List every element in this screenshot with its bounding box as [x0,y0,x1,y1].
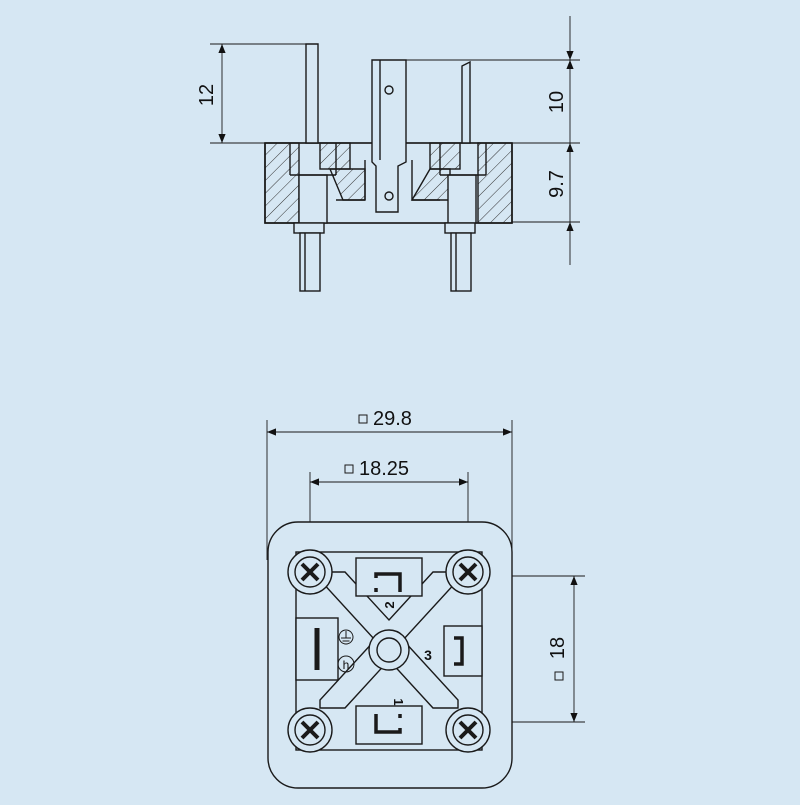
side-center-blade [371,59,407,213]
h-mark-icon [337,655,355,673]
screw-bottom-left [287,707,333,753]
dim-upper-label: 10 [546,91,568,113]
side-dimension-labels: 12 10 9.7 [196,84,568,198]
bottom-dimension-lines [267,428,578,722]
dim-lower-label: 9.7 [546,170,568,198]
square-symbol-icon [344,464,354,474]
contact-label-3: 3 [424,647,432,663]
contact-pocket-3 [443,625,483,677]
h-mark-glyph: h [343,658,350,672]
center-hub-inner [376,637,402,663]
contact-pocket-2 [355,557,423,597]
square-symbol-icon [554,671,564,681]
side-pin-blades [305,43,471,144]
ground-symbol-icon [338,629,354,645]
side-dimension-lines [218,16,574,265]
contact-pocket-1 [355,705,423,745]
screw-top-right [445,549,491,595]
screw-bottom-right [445,707,491,753]
dim-outer-width-label: 29.8 [373,408,412,430]
side-view [210,16,580,292]
contact-label-1: 1 [391,698,406,705]
contact-pocket-ground [295,617,339,681]
contact-label-2: 2 [382,601,397,608]
bottom-view [266,414,585,789]
dim-hole-spacing-label: 18.25 [359,458,409,480]
center-hub-outer [368,629,410,671]
side-bottom-pins [293,222,476,292]
screw-top-left [287,549,333,595]
dim-pin-height-label: 12 [196,84,218,106]
bottom-labels: 29.8 18.25 18 2 1 3 h [343,408,569,706]
square-symbol-icon [358,414,368,424]
dim-hole-vertical-label: 18 [547,637,569,659]
